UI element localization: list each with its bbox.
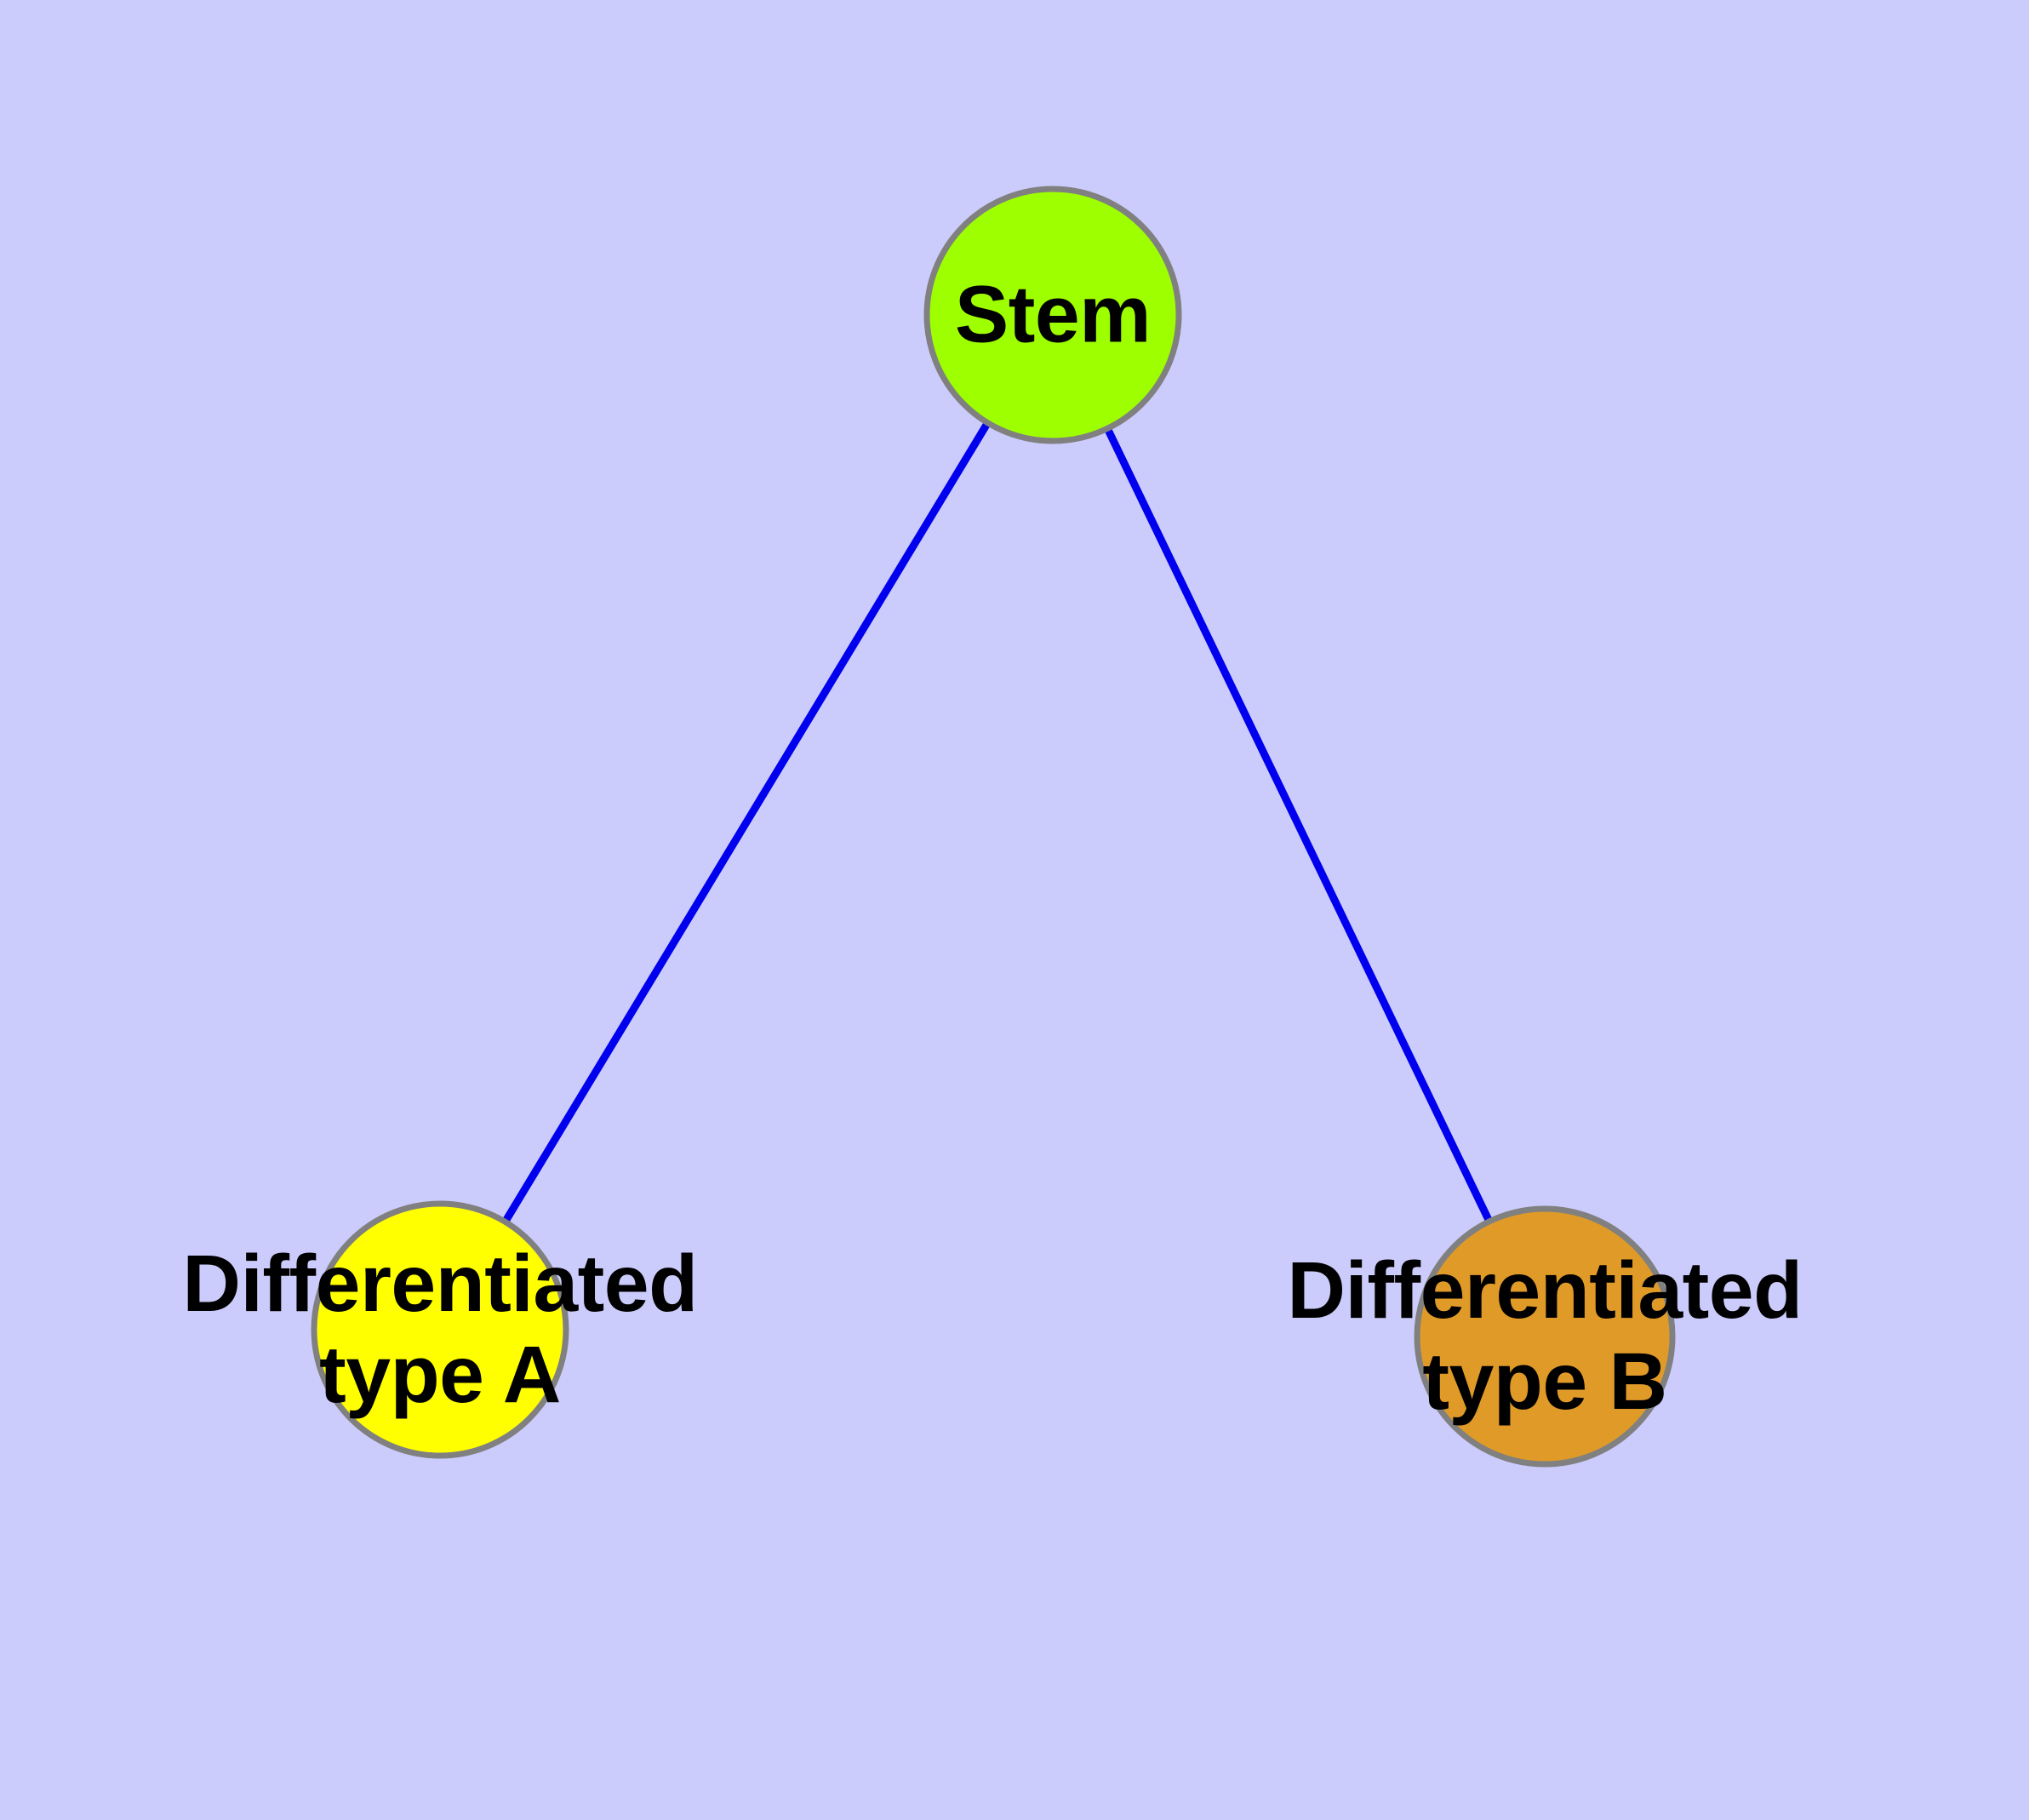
node-diff-b[interactable]: [1414, 1205, 1676, 1468]
edge-stem-to-diff-b[interactable]: [1104, 426, 1493, 1223]
node-layer: [311, 186, 1676, 1468]
edge-layer: [501, 421, 1493, 1224]
node-diff-a[interactable]: [311, 1200, 569, 1459]
node-stem[interactable]: [923, 186, 1182, 444]
edge-stem-to-diff-a[interactable]: [501, 421, 992, 1224]
